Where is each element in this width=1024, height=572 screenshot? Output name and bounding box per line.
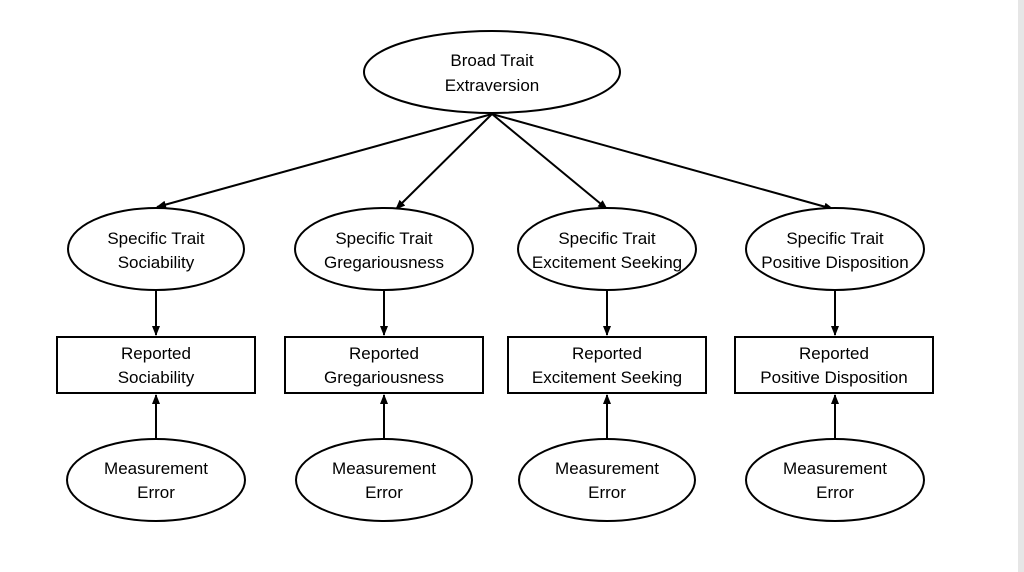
reported-box-excitement-seeking: Reported Excitement Seeking [507,336,707,394]
edge-root-to-positive-disposition [491,113,834,211]
reported-box-gregariousness: Reported Gregariousness [284,336,484,394]
trait-node-gregariousness: Specific Trait Gregariousness [294,207,474,291]
error-node-line2: Error [137,483,175,502]
root-node-line2: Extraversion [445,76,539,95]
error-node-line2: Error [816,483,854,502]
trait-node-line2: Excitement Seeking [532,253,682,272]
trait-node-excitement-seeking: Specific Trait Excitement Seeking [517,207,697,291]
error-node-excitement-seeking: Measurement Error [518,438,696,522]
error-node-positive-disposition: Measurement Error [745,438,925,522]
page-edge-divider [1018,0,1024,572]
trait-node-line2: Gregariousness [324,253,444,272]
trait-node-line2: Sociability [118,253,195,272]
error-node-line2: Error [365,483,403,502]
edge-root-to-sociability [156,113,493,209]
error-node-line2: Error [588,483,626,502]
edge-root-to-excitement-seeking [491,113,608,210]
error-node-line1: Measurement [783,459,887,478]
reported-box-line2: Positive Disposition [760,368,907,387]
trait-node-line1: Specific Trait [335,229,433,248]
trait-node-sociability: Specific Trait Sociability [67,207,245,291]
trait-node-line1: Specific Trait [786,229,884,248]
reported-box-line1: Reported [349,344,419,363]
root-node-broad-trait: Broad Trait Extraversion [363,30,621,114]
trait-node-line1: Specific Trait [558,229,656,248]
edge-root-to-gregariousness [395,113,493,210]
reported-box-line2: Excitement Seeking [532,368,682,387]
trait-node-positive-disposition: Specific Trait Positive Disposition [745,207,925,291]
trait-node-line1: Specific Trait [107,229,205,248]
error-node-gregariousness: Measurement Error [295,438,473,522]
error-node-line1: Measurement [104,459,208,478]
reported-box-line2: Sociability [118,368,195,387]
trait-node-line2: Positive Disposition [761,253,908,272]
error-node-line1: Measurement [555,459,659,478]
error-node-sociability: Measurement Error [66,438,246,522]
root-node-line1: Broad Trait [450,51,533,70]
reported-box-line1: Reported [799,344,869,363]
reported-box-line1: Reported [572,344,642,363]
error-node-line1: Measurement [332,459,436,478]
reported-box-sociability: Reported Sociability [56,336,256,394]
reported-box-line1: Reported [121,344,191,363]
reported-box-positive-disposition: Reported Positive Disposition [734,336,934,394]
reported-box-line2: Gregariousness [324,368,444,387]
